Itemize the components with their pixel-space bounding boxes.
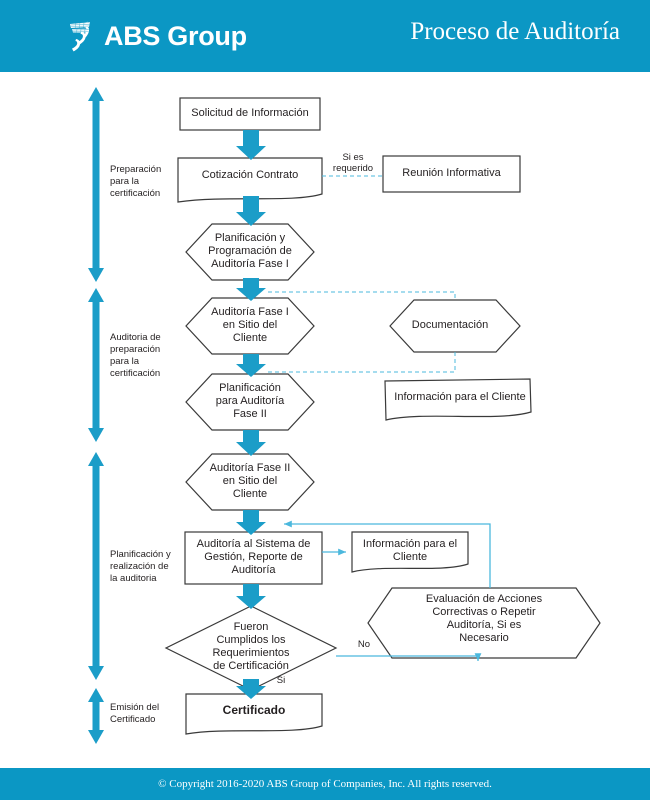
brand-logo: ABS Group xyxy=(68,16,247,56)
flow-arrow-planificacion-2-to-auditoria-2 xyxy=(236,430,266,456)
edge-label-si: Si xyxy=(276,675,286,686)
node-informacion-cliente-1 xyxy=(384,378,532,421)
phase-arrow-emision-certificado xyxy=(88,688,104,744)
node-documentacion xyxy=(389,299,521,353)
connector-decision-no-to-evaluacion xyxy=(336,653,482,661)
phase-arrow-auditoria-preparacion xyxy=(88,288,104,442)
phase-label-planificacion-realizacion: Planificación y realización de la audito… xyxy=(110,549,171,584)
node-certificado xyxy=(185,693,323,735)
phase-label-emision-certificado: Emisión del Certificado xyxy=(110,702,160,725)
connector-evaluacion-feedback-to-auditoria xyxy=(284,520,491,588)
node-decision-requerimientos-certificacion xyxy=(164,605,338,691)
flow-arrow-solicitud-to-cotizacion xyxy=(236,130,266,160)
node-planificacion-auditoria-fase-2 xyxy=(185,373,315,431)
node-auditoria-fase-1-sitio xyxy=(185,297,315,355)
flow-arrow-cotizacion-to-planificacion-1 xyxy=(236,196,266,226)
page-footer: © Copyright 2016-2020 ABS Group of Compa… xyxy=(0,768,650,800)
edge-label-si-es-requerido: Si es requerido xyxy=(332,152,374,174)
flowchart-canvas xyxy=(88,87,601,744)
node-cotizacion-contrato xyxy=(177,157,323,203)
node-solicitud-informacion xyxy=(179,97,321,131)
edge-label-no: No xyxy=(357,639,371,650)
page-header: ABS Group Proceso de Auditoría xyxy=(0,0,650,72)
connector-documentacion-to-planificacion-2 xyxy=(268,352,456,373)
copyright-text: © Copyright 2016-2020 ABS Group of Compa… xyxy=(158,778,492,790)
page-title: Proceso de Auditoría xyxy=(410,18,620,45)
flow-arrow-decision-to-certificado xyxy=(236,679,266,699)
connector-auditoria-1-to-documentacion-top xyxy=(268,291,456,300)
flowchart: Preparación para la certificación Audito… xyxy=(0,72,650,768)
abs-eagle-logo-icon xyxy=(70,21,90,52)
phase-label-preparacion-certificacion: Preparación para la certificación xyxy=(110,164,162,199)
node-evaluacion-acciones-correctivas xyxy=(367,587,601,659)
node-informacion-cliente-2 xyxy=(351,531,469,573)
phase-label-auditoria-preparacion: Auditoria de preparación para la certifi… xyxy=(110,332,161,379)
node-reunion-informativa xyxy=(382,155,521,193)
phase-arrow-planificacion-realizacion xyxy=(88,452,104,680)
node-planificacion-programacion-fase-1 xyxy=(185,223,315,281)
flow-arrow-auditoria-2-to-sistema-gestion xyxy=(236,510,266,535)
phase-arrow-preparacion-certificacion xyxy=(88,87,104,282)
flow-arrow-auditoria-1-to-planificacion-2 xyxy=(236,354,266,377)
flow-arrow-planificacion-1-to-auditoria-1 xyxy=(236,278,266,301)
flow-arrow-sistema-gestion-to-decision xyxy=(236,584,266,609)
brand-logo-text: ABS Group xyxy=(104,20,247,51)
node-auditoria-sistema-gestion xyxy=(184,531,323,585)
node-auditoria-fase-2-sitio xyxy=(185,453,315,511)
